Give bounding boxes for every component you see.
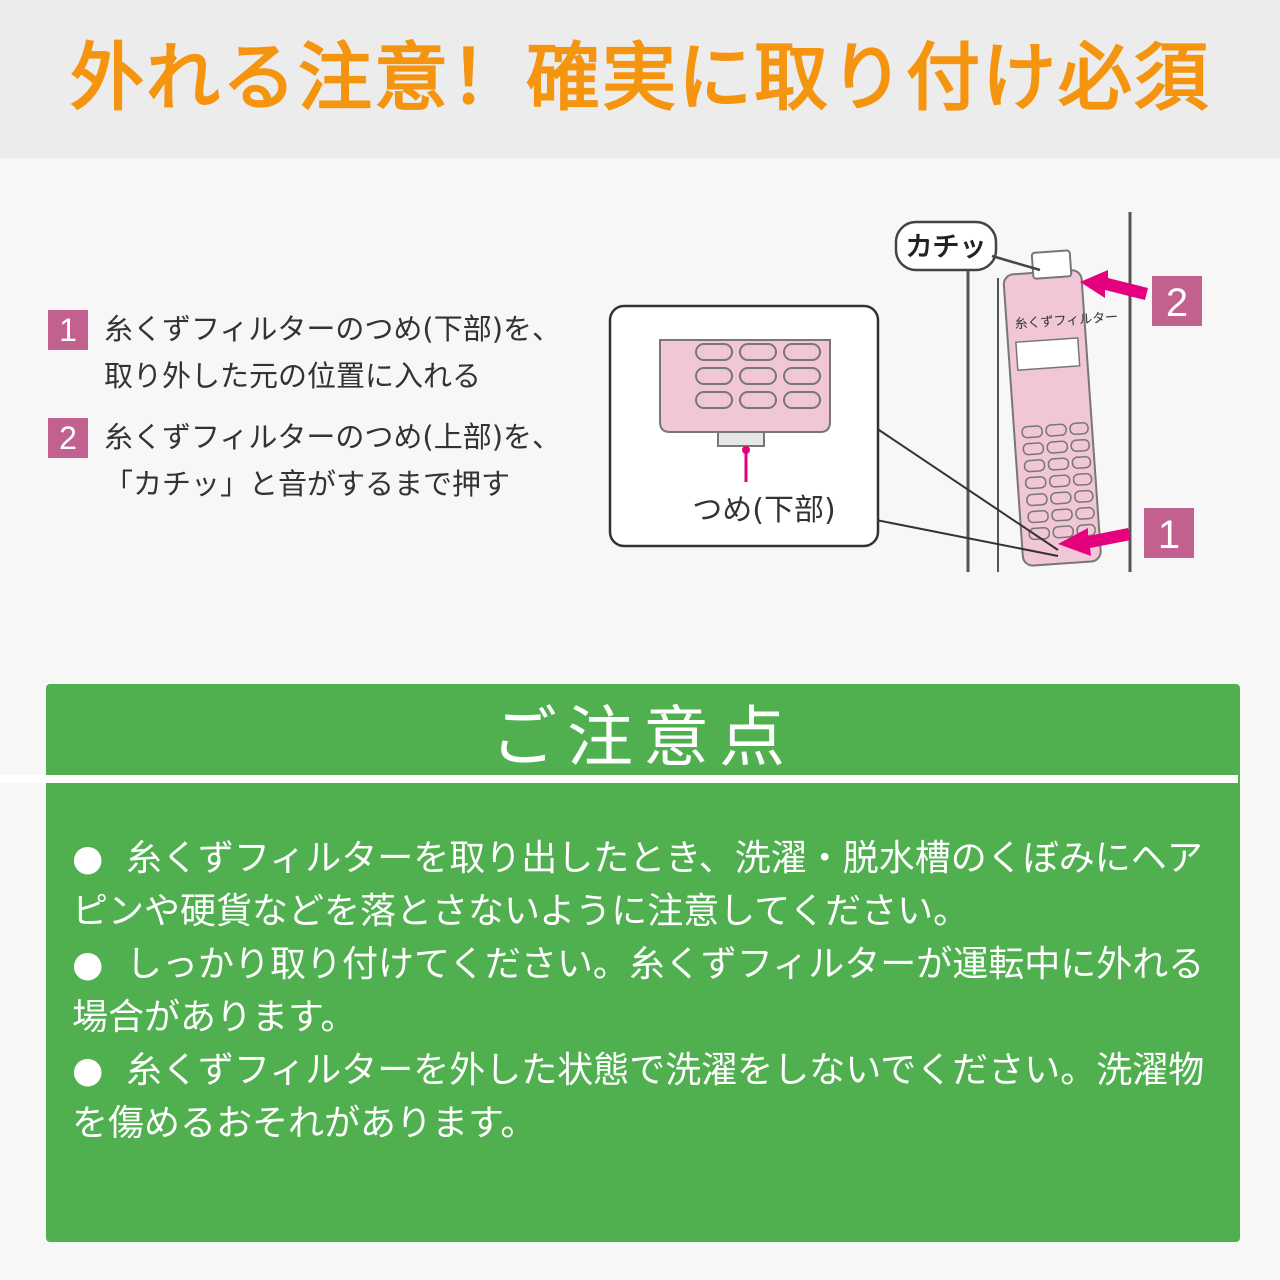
claw-pointer-dot [742, 446, 750, 454]
marker-1-badge [1144, 508, 1194, 558]
notice-divider [0, 775, 1238, 783]
step-2-text: 糸くずフィルターのつめ(上部)を、 「カチッ」と音がするまで押す [104, 420, 562, 501]
step-2: 2 糸くずフィルターのつめ(上部)を、 「カチッ」と音がするまで押す [48, 414, 608, 508]
filter-mesh [1021, 422, 1096, 541]
detail-claw [717, 431, 765, 447]
filter-illustration: 糸くずフィルター カチッ 2 1 つめ(下部) [608, 212, 1202, 572]
filter-label: 糸くずフィルター [1014, 309, 1119, 331]
bullet-icon: ● [72, 838, 104, 879]
notice-item: ●しっかり取り付けてください。糸くずフィルターが運転中に外れる場合があります。 [72, 938, 1212, 1044]
arrow-2 [1080, 270, 1148, 300]
notice-item-text: 糸くずフィルターを外した状態で洗濯をしないでください。洗濯物を傷めるおそれがあり… [72, 1050, 1205, 1144]
arrow-1 [1058, 528, 1131, 556]
detail-filter [659, 339, 831, 447]
zoom-line-top [875, 427, 1059, 551]
click-label: カチッ [906, 232, 987, 263]
header-band [0, 0, 1280, 158]
step-1-text: 糸くずフィルターのつめ(下部)を、 取り外した元の位置に入れる [104, 312, 562, 393]
notice-item-text: しっかり取り付けてください。糸くずフィルターが運転中に外れる場合があります。 [72, 944, 1205, 1038]
step-list: 1 糸くずフィルターのつめ(下部)を、 取り外した元の位置に入れる 2 糸くずフ… [48, 306, 608, 522]
bullet-icon: ● [72, 1050, 104, 1091]
click-bubble-pointer [991, 254, 1041, 272]
notice-item: ●糸くずフィルターを外した状態で洗濯をしないでください。洗濯物を傷めるおそれがあ… [72, 1044, 1212, 1150]
notice-list: ●糸くずフィルターを取り出したとき、洗濯・脱水槽のくぼみにヘアピンや硬貨などを落… [72, 832, 1212, 1150]
notice-item-text: 糸くずフィルターを取り出したとき、洗濯・脱水槽のくぼみにヘアピンや硬貨などを落と… [72, 838, 1203, 932]
marker-1: 1 [1158, 513, 1180, 557]
filter-window [1015, 337, 1081, 371]
step-1: 1 糸くずフィルターのつめ(下部)を、 取り外した元の位置に入れる [48, 306, 608, 400]
marker-2: 2 [1166, 281, 1188, 325]
click-bubble [894, 220, 998, 272]
marker-2-badge [1152, 276, 1202, 326]
claw-label: つめ(下部) [692, 493, 835, 528]
bullet-icon: ● [72, 944, 104, 985]
lint-filter: 糸くずフィルター [1002, 249, 1119, 567]
step-2-badge: 2 [48, 418, 88, 458]
zoom-line-bottom [875, 519, 1059, 557]
notice-item: ●糸くずフィルターを取り出したとき、洗濯・脱水槽のくぼみにヘアピンや硬貨などを落… [72, 832, 1212, 938]
headline: 外れる注意！確実に取り付け必須 [70, 35, 1210, 121]
filter-top-clip [1030, 249, 1073, 280]
step-1-badge: 1 [48, 310, 88, 350]
notice-title: ご注意点 [491, 699, 795, 776]
